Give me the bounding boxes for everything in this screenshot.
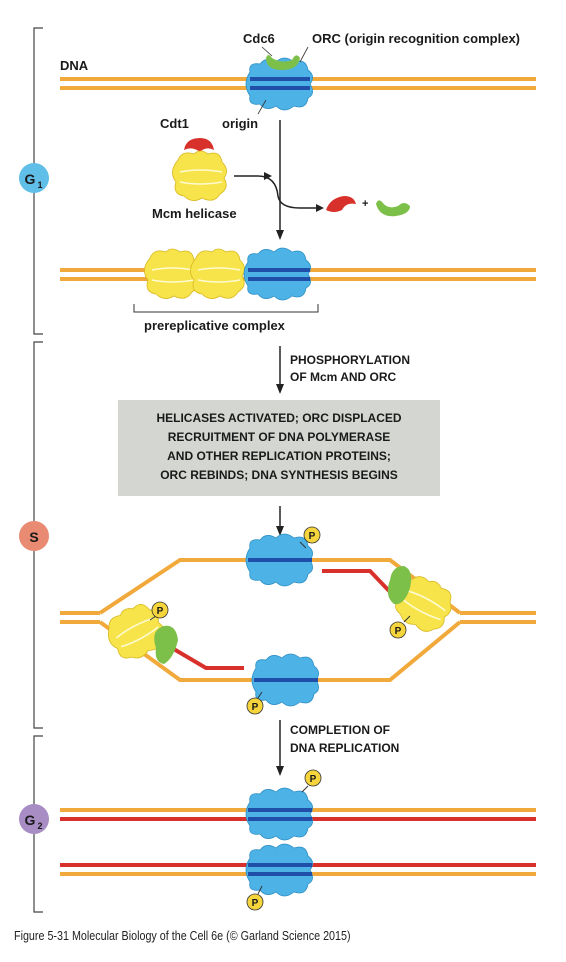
mcm-helicase-label: Mcm helicase — [152, 206, 237, 221]
phase-s-badge: S — [19, 521, 49, 551]
phase-g1-sub: 1 — [37, 180, 42, 190]
orc-complex-top — [245, 57, 313, 111]
orc-label: ORC (origin recognition complex) — [312, 31, 520, 46]
phosphate-g2-bottom: P — [246, 885, 264, 911]
box-line4: ORC REBINDS; DNA SYNTHESIS BEGINS — [160, 468, 398, 482]
origin-label: origin — [222, 116, 258, 131]
mcm-double-hexamer — [143, 248, 246, 300]
down-arrow-g1 — [276, 120, 284, 240]
phase-s-letter: S — [29, 529, 38, 545]
dna-label: DNA — [60, 58, 89, 73]
phase-g2-badge: G 2 — [19, 804, 49, 834]
orc-complex-bubble-bottom — [251, 653, 319, 707]
cdt1-label: Cdt1 — [160, 116, 189, 131]
phosphate-s-left-helicase: P — [149, 601, 169, 621]
loading-arrow — [234, 172, 324, 212]
phosphorylation-line1: PHOSPHORYLATION — [290, 353, 410, 367]
phosphate-s-right-helicase: P — [389, 615, 411, 639]
figure-caption: Figure 5-31 Molecular Biology of the Cel… — [14, 929, 351, 943]
svg-text:P: P — [252, 702, 259, 713]
plus-sign: + — [362, 198, 368, 210]
cdt1-protein — [184, 138, 214, 152]
orc-complex-g2-top — [245, 787, 313, 841]
phosphorylation-line2: OF Mcm AND ORC — [290, 370, 397, 384]
orc-complex-g2-bottom — [245, 843, 313, 897]
activation-box: HELICASES ACTIVATED; ORC DISPLACED RECRU… — [118, 400, 440, 496]
completion-line1: COMPLETION OF — [290, 723, 390, 737]
box-line1: HELICASES ACTIVATED; ORC DISPLACED — [156, 411, 401, 425]
phosphorylation-arrow — [276, 346, 284, 394]
phase-g2-sub: 2 — [37, 821, 42, 831]
phosphate-g2-top: P — [301, 769, 322, 793]
released-cdc6 — [376, 200, 410, 217]
prereplicative-label: prereplicative complex — [144, 318, 286, 333]
completion-line2: DNA REPLICATION — [290, 741, 399, 755]
svg-text:P: P — [252, 898, 259, 909]
prereplicative-bracket — [133, 304, 319, 313]
phosphate-s-bottom-orc: P — [246, 691, 264, 715]
phase-g1-letter: G — [25, 171, 36, 187]
completion-arrow — [276, 720, 284, 776]
cdc6-protein — [266, 55, 300, 70]
orc-complex-preRC — [243, 247, 311, 301]
box-line2: RECRUITMENT OF DNA POLYMERASE — [168, 430, 390, 444]
phase-g2-letter: G — [25, 812, 36, 828]
phase-g1-badge: G 1 — [19, 163, 49, 193]
svg-text:P: P — [157, 606, 164, 617]
phosphate-s-top-orc: P — [299, 526, 321, 549]
svg-text:P: P — [310, 774, 317, 785]
orc-complex-bubble-top — [245, 533, 313, 587]
right-polymerase — [387, 566, 412, 605]
released-cdt1 — [326, 196, 356, 212]
cdc6-label: Cdc6 — [243, 31, 275, 46]
box-line3: AND OTHER REPLICATION PROTEINS; — [167, 449, 391, 463]
svg-text:P: P — [309, 531, 316, 542]
mcm-helicase-free — [171, 150, 228, 202]
down-arrow-s — [276, 506, 284, 536]
left-polymerase — [154, 625, 178, 664]
svg-text:P: P — [395, 626, 402, 637]
